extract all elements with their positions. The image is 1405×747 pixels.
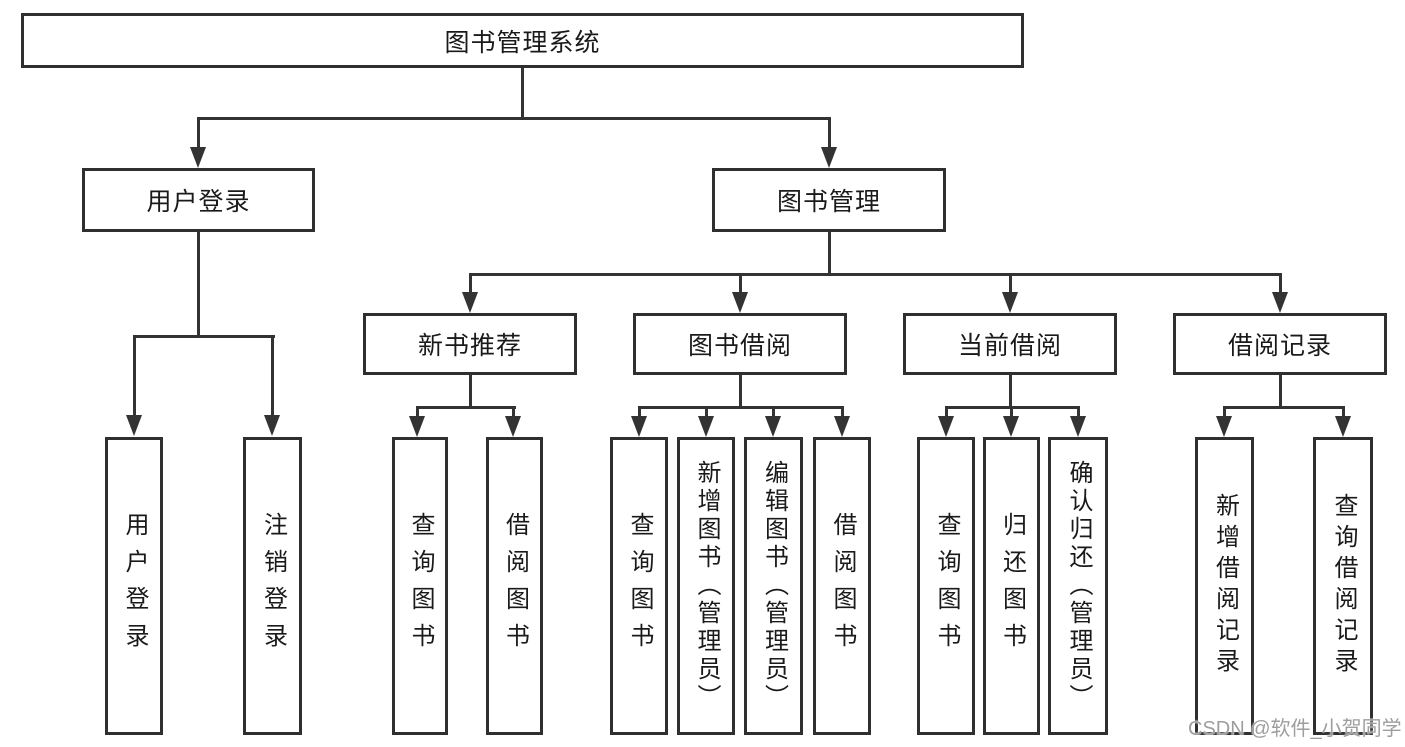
connector-line — [468, 273, 472, 295]
node-label: 注销登录 — [259, 512, 287, 660]
node-borrowing-records: 借阅记录 — [1173, 313, 1387, 375]
node-leaf-add-borrow-record: 新增借阅记录 — [1195, 437, 1254, 735]
arrow-down-icon — [190, 147, 206, 168]
csdn-watermark: CSDN @软件_小贺同学 — [1188, 718, 1402, 740]
connector-line — [468, 375, 472, 409]
connector-line — [704, 406, 708, 419]
node-label: 用户登录 — [121, 512, 148, 660]
node-label: 借阅图书 — [501, 512, 529, 660]
connector-line — [827, 117, 831, 150]
connector-line — [827, 232, 831, 276]
node-leaf-logout: 注销登录 — [243, 437, 302, 735]
arrow-down-icon — [820, 147, 837, 168]
arrow-down-icon — [833, 416, 850, 437]
arrow-down-icon — [1216, 416, 1232, 437]
node-label: 借阅记录 — [1227, 332, 1332, 360]
arrow-down-icon — [125, 415, 142, 436]
node-label: 查询借阅记录 — [1330, 493, 1357, 679]
node-label: 借阅图书 — [829, 512, 856, 660]
connector-line — [944, 406, 948, 419]
node-leaf-edit-book-admin: 编辑图书（管理员） — [744, 437, 803, 735]
connector-line — [132, 335, 136, 418]
connector-line — [468, 273, 1282, 276]
connector-line — [637, 406, 844, 409]
node-label: 新书推荐 — [417, 332, 522, 360]
arrow-down-icon — [630, 416, 647, 437]
node-label: 图书管理 — [776, 188, 881, 216]
connector-line — [1076, 406, 1080, 419]
node-label: 确认归还（管理员） — [1065, 460, 1092, 712]
connector-line — [1008, 273, 1012, 295]
node-label: 编辑图书（管理员） — [760, 460, 788, 712]
arrow-down-icon — [1069, 416, 1086, 437]
node-user-login: 用户登录 — [82, 168, 315, 232]
connector-line — [415, 406, 516, 409]
arrow-down-icon — [408, 416, 425, 437]
node-leaf-return-book: 归还图书 — [983, 437, 1040, 735]
node-leaf-add-book-admin: 新增图书（管理员） — [677, 437, 735, 735]
connector-line — [840, 406, 844, 419]
connector-line — [271, 335, 274, 418]
connector-line — [1341, 406, 1345, 419]
connector-line — [1278, 273, 1282, 295]
connector-line — [1223, 406, 1344, 409]
node-label: 查询图书 — [933, 512, 960, 660]
arrow-down-icon — [765, 416, 781, 437]
connector-line — [1010, 406, 1013, 419]
node-label: 新增借阅记录 — [1211, 493, 1239, 679]
connector-line — [738, 375, 742, 409]
node-new-book-recommend: 新书推荐 — [363, 313, 577, 375]
connector-line — [197, 117, 200, 150]
node-label: 用户登录 — [146, 188, 251, 216]
node-leaf-user-login: 用户登录 — [105, 437, 163, 735]
node-label: 图书借阅 — [687, 332, 792, 360]
connector-line — [738, 273, 742, 295]
connector-line — [512, 406, 515, 419]
node-leaf-query-books-1: 查询图书 — [392, 437, 448, 735]
node-root: 图书管理系统 — [21, 13, 1024, 68]
arrow-down-icon — [505, 416, 521, 437]
node-leaf-borrow-books-2: 借阅图书 — [813, 437, 871, 735]
connector-line — [415, 406, 419, 419]
node-label: 新增图书（管理员） — [693, 460, 720, 712]
node-book-borrowing: 图书借阅 — [633, 313, 847, 375]
node-label: 归还图书 — [998, 512, 1026, 660]
connector-line — [1278, 375, 1282, 409]
node-label: 查询图书 — [626, 512, 653, 660]
node-current-borrowing: 当前借阅 — [903, 313, 1117, 375]
node-label: 当前借阅 — [957, 332, 1062, 360]
arrow-down-icon — [461, 292, 478, 313]
arrow-down-icon — [731, 292, 748, 313]
connector-line — [197, 232, 200, 338]
arrow-down-icon — [1271, 292, 1288, 313]
arrow-down-icon — [697, 416, 714, 437]
node-leaf-query-borrow-record: 查询借阅记录 — [1313, 437, 1373, 735]
arrow-down-icon — [264, 415, 280, 436]
node-book-management: 图书管理 — [712, 168, 946, 232]
connector-line — [1223, 406, 1226, 419]
connector-line — [772, 406, 775, 419]
connector-line — [1008, 375, 1012, 409]
connector-line — [637, 406, 641, 419]
node-leaf-confirm-return-admin: 确认归还（管理员） — [1048, 437, 1108, 735]
arrow-down-icon — [1001, 292, 1018, 313]
node-label: 图书管理系统 — [444, 28, 601, 57]
arrow-down-icon — [1334, 416, 1351, 437]
connector-line — [520, 68, 524, 120]
node-label: 查询图书 — [407, 512, 434, 660]
node-leaf-query-books-3: 查询图书 — [917, 437, 975, 735]
node-leaf-query-books-2: 查询图书 — [610, 437, 668, 735]
connector-line — [197, 117, 830, 120]
node-leaf-borrow-books-1: 借阅图书 — [486, 437, 543, 735]
connector-line — [132, 335, 275, 338]
arrow-down-icon — [1003, 416, 1019, 437]
arrow-down-icon — [937, 416, 954, 437]
